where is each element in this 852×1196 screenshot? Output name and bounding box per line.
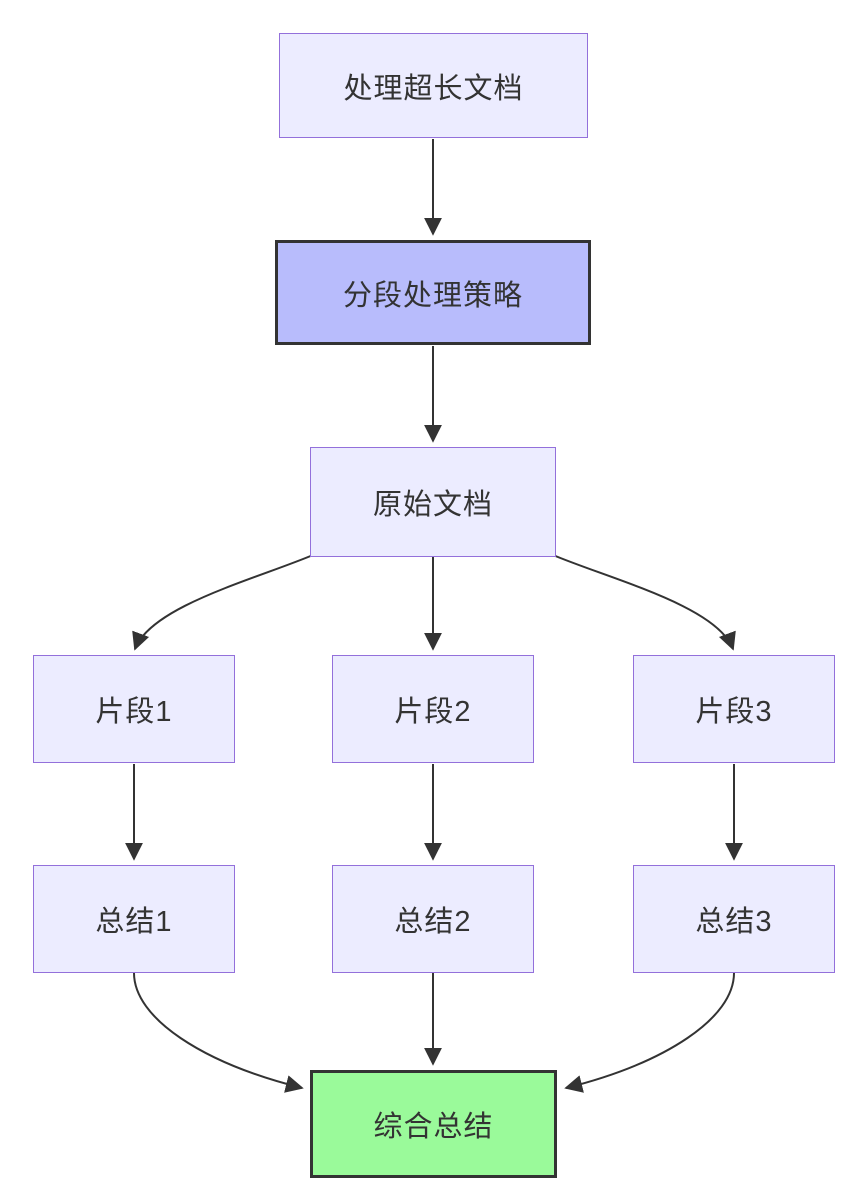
node-summary2: 总结2	[332, 865, 534, 973]
node-fragment3: 片段3	[633, 655, 835, 763]
node-strategy: 分段处理策略	[275, 240, 591, 345]
node-start: 处理超长文档	[279, 33, 588, 138]
node-final-label: 综合总结	[373, 1111, 494, 1143]
node-summary3: 总结3	[633, 865, 835, 973]
node-fragment1-label: 片段1	[95, 696, 173, 728]
node-fragment1: 片段1	[33, 655, 235, 763]
node-source-label: 原始文档	[372, 489, 493, 521]
edge-summary3-to-final	[564, 972, 735, 1093]
node-summary3-label: 总结3	[695, 906, 773, 938]
edge-summary1-to-final	[133, 972, 304, 1093]
node-fragment3-label: 片段3	[695, 696, 773, 728]
node-fragment2-label: 片段2	[394, 696, 472, 728]
node-summary1-label: 总结1	[95, 906, 173, 938]
node-source: 原始文档	[310, 447, 556, 557]
edge-source-to-fragment1	[132, 554, 314, 651]
node-strategy-label: 分段处理策略	[342, 279, 523, 312]
edge-source-to-fragment3	[552, 554, 736, 651]
node-summary2-label: 总结2	[394, 906, 472, 938]
node-start-label: 处理超长文档	[343, 72, 524, 105]
node-summary1: 总结1	[33, 865, 235, 973]
node-fragment2: 片段2	[332, 655, 534, 763]
node-final: 综合总结	[310, 1070, 557, 1178]
